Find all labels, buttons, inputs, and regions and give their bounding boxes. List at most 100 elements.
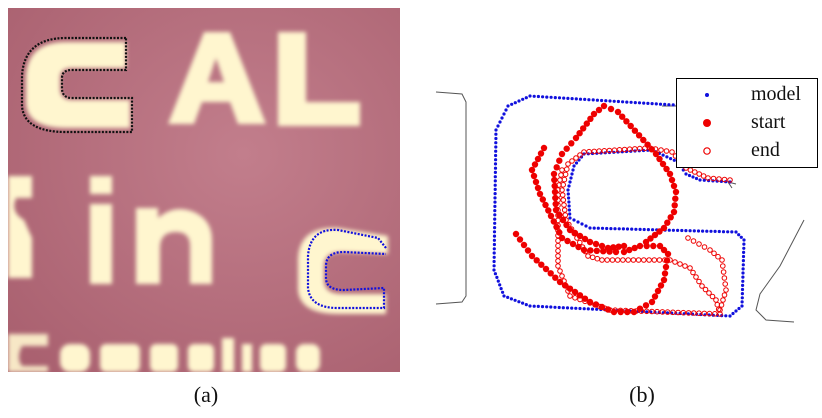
model-point (695, 177, 698, 180)
model-point (493, 251, 496, 254)
start-point (570, 241, 576, 247)
model-point (506, 296, 509, 299)
model-point (494, 171, 497, 174)
start-point (517, 236, 523, 242)
start-point (664, 220, 670, 226)
end-point (693, 170, 698, 175)
start-point (548, 213, 554, 219)
model-point (493, 247, 496, 250)
model-point (731, 312, 734, 315)
end-point (556, 249, 561, 254)
model-point (500, 116, 503, 119)
model-point (651, 102, 654, 105)
start-point (553, 207, 559, 213)
end-point (592, 149, 597, 154)
model-point (742, 263, 745, 266)
start-point (556, 229, 562, 235)
model-point (638, 101, 641, 104)
model-point (494, 272, 497, 275)
model-point (608, 99, 611, 102)
start-point (599, 304, 605, 310)
model-point (605, 227, 608, 230)
caption-a: (a) (176, 382, 236, 408)
start-point (667, 171, 673, 177)
start-point (552, 275, 558, 281)
model-point (562, 306, 565, 309)
start-point (613, 249, 619, 255)
model-point (562, 97, 565, 100)
end-point (568, 294, 573, 299)
end-point (721, 264, 726, 269)
start-point (554, 164, 560, 170)
start-point (643, 239, 649, 245)
end-point (642, 258, 647, 263)
start-point (564, 238, 570, 244)
start-point (587, 247, 593, 253)
model-point (566, 188, 569, 191)
model-point (566, 306, 569, 309)
model-point (726, 230, 729, 233)
start-point (593, 241, 599, 247)
model-point (493, 235, 496, 238)
model-point (625, 101, 628, 104)
start-point (673, 189, 679, 195)
start-point (650, 243, 656, 249)
model-point (662, 154, 665, 157)
end-point (691, 270, 696, 275)
model-point (550, 96, 553, 99)
right-bracket-line (756, 220, 804, 322)
end-point (636, 258, 641, 263)
model-point (567, 184, 570, 187)
model-point (528, 94, 531, 97)
start-point (543, 266, 549, 272)
model-point (502, 294, 505, 297)
model-point (693, 229, 696, 232)
series-start (513, 103, 679, 315)
model-point (510, 297, 513, 300)
model-point (495, 276, 498, 279)
model-point (521, 98, 524, 101)
model-point (672, 229, 675, 232)
start-point (535, 156, 541, 162)
model-point (596, 99, 599, 102)
model-point (496, 124, 499, 127)
start-point (671, 183, 677, 189)
model-point (741, 300, 744, 303)
model-point (691, 175, 694, 178)
end-point (622, 147, 627, 152)
model-point (494, 145, 497, 148)
start-point (552, 195, 558, 201)
model-point (568, 204, 571, 207)
end-point (556, 254, 561, 259)
model-point (588, 226, 591, 229)
model-point (734, 309, 737, 312)
model-point (570, 172, 573, 175)
model-point (593, 227, 596, 230)
end-point (721, 298, 726, 303)
model-point (574, 307, 577, 310)
legend-marker-start (687, 113, 727, 133)
end-point (716, 254, 721, 259)
model-point (642, 102, 645, 105)
model-point (651, 228, 654, 231)
model-point (584, 224, 587, 227)
model-point (643, 228, 646, 231)
start-point (531, 173, 537, 179)
model-point (553, 306, 556, 309)
model-point (714, 230, 717, 233)
model-point (514, 299, 517, 302)
start-point (587, 299, 593, 305)
legend-marker-end (687, 141, 727, 161)
end-point (701, 174, 706, 179)
model-point (701, 230, 704, 233)
start-point (581, 247, 587, 253)
model-point (618, 227, 621, 230)
model-point (570, 307, 573, 310)
model-point (493, 213, 496, 216)
model-point (537, 305, 540, 308)
model-point (572, 164, 575, 167)
model-point (545, 96, 548, 99)
model-point (742, 255, 745, 258)
model-point (630, 101, 633, 104)
end-point (697, 172, 702, 177)
